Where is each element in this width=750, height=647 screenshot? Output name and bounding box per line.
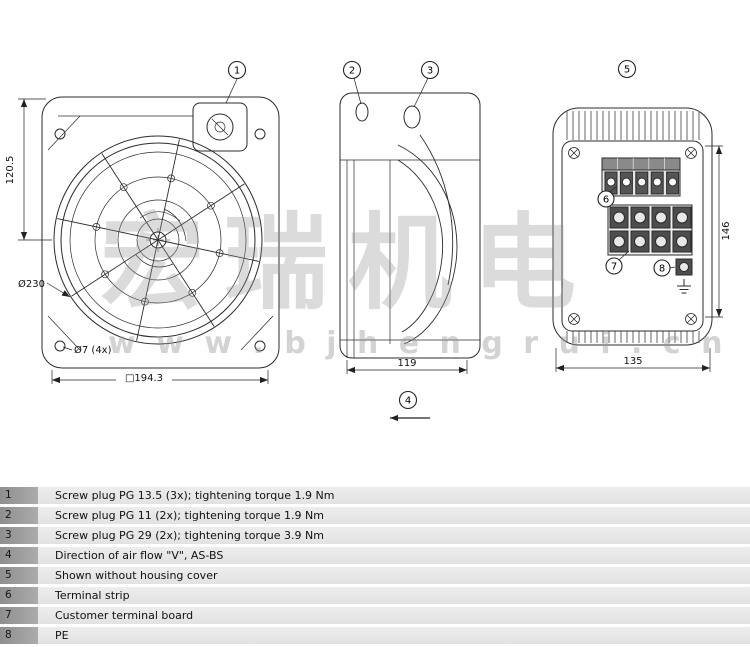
fan-blades-hint — [135, 208, 187, 268]
callout-5: 5 — [624, 65, 630, 76]
motor-fins-top — [562, 111, 704, 140]
dim-front-height: 120.5 — [5, 156, 16, 185]
dim-back-width: 135 — [623, 356, 642, 367]
legend-row: 6 Terminal strip — [0, 587, 750, 604]
callout-6: 6 — [603, 195, 609, 206]
grill-outer-ring — [53, 135, 263, 345]
dim-back-height: 146 — [721, 221, 732, 240]
terminal-strip — [601, 157, 681, 197]
dim-front-holes: Ø7 (4x) — [74, 344, 112, 356]
legend-row-text: PE — [55, 629, 69, 642]
legend-row-number: 3 — [0, 527, 38, 544]
legend-row-number: 1 — [0, 487, 38, 504]
legend-row: 4 Direction of air flow "V", AS-BS — [0, 547, 750, 564]
side-housing-outline — [339, 92, 481, 359]
legend-row: 3 Screw plug PG 29 (2x); tightening torq… — [0, 527, 750, 544]
legend-row-text: Direction of air flow "V", AS-BS — [55, 549, 224, 562]
fan-technical-drawing: 120.5 Ø230 Ø7 (4x) □194.3 119 146 135 1 … — [5, 59, 732, 422]
callout-8: 8 — [659, 264, 665, 275]
legend-row-text: Terminal strip — [55, 589, 130, 602]
legend-row-text: Shown without housing cover — [55, 569, 218, 582]
side-view — [339, 92, 481, 359]
legend-table: 1 Screw plug PG 13.5 (3x); tightening to… — [0, 487, 750, 644]
legend-row-number: 2 — [0, 507, 38, 524]
legend-row: 7 Customer terminal board — [0, 607, 750, 624]
back-housing-outline — [552, 107, 713, 346]
dim-front-square: □194.3 — [125, 373, 163, 384]
back-view — [552, 107, 713, 346]
legend-row-number: 7 — [0, 607, 38, 624]
screw-plug-pg135 — [206, 113, 234, 141]
grill-rivets — [92, 174, 224, 306]
ground-symbol-icon — [677, 279, 691, 294]
motor-fins-bottom — [562, 331, 704, 343]
screw-plug-pg29 — [403, 105, 421, 129]
grill-spokes — [57, 139, 259, 341]
legend-row: 2 Screw plug PG 11 (2x); tightening torq… — [0, 507, 750, 524]
screw-plug-pg11 — [355, 102, 369, 122]
legend-row: 1 Screw plug PG 13.5 (3x); tightening to… — [0, 487, 750, 504]
callout-4: 4 — [405, 396, 411, 407]
legend-row-text: Screw plug PG 29 (2x); tightening torque… — [55, 529, 324, 542]
legend-row-number: 4 — [0, 547, 38, 564]
dim-front-diameter: Ø230 — [18, 278, 45, 290]
callout-2: 2 — [349, 66, 355, 77]
legend-row-number: 5 — [0, 567, 38, 584]
front-view — [41, 96, 280, 369]
legend-row-number: 8 — [0, 627, 38, 644]
impeller-blades — [397, 134, 458, 345]
mounting-holes — [54, 128, 266, 352]
legend-row: 5 Shown without housing cover — [0, 567, 750, 584]
pe-terminal — [675, 258, 693, 294]
customer-terminal-board — [607, 204, 693, 256]
dimension-lines — [18, 77, 723, 422]
cover-screws — [568, 147, 697, 325]
callout-balloons: 1 2 3 4 5 6 7 8 — [227, 59, 671, 410]
dim-side-depth: 119 — [397, 358, 416, 369]
callout-3: 3 — [427, 66, 433, 77]
legend-row-text: Customer terminal board — [55, 609, 194, 622]
legend-row: 8 PE — [0, 627, 750, 644]
front-housing-outline — [41, 96, 280, 369]
legend-row-text: Screw plug PG 11 (2x); tightening torque… — [55, 509, 324, 522]
legend-row-number: 6 — [0, 587, 38, 604]
callout-7: 7 — [611, 262, 617, 273]
legend-row-text: Screw plug PG 13.5 (3x); tightening torq… — [55, 489, 335, 502]
callout-1: 1 — [234, 66, 240, 77]
